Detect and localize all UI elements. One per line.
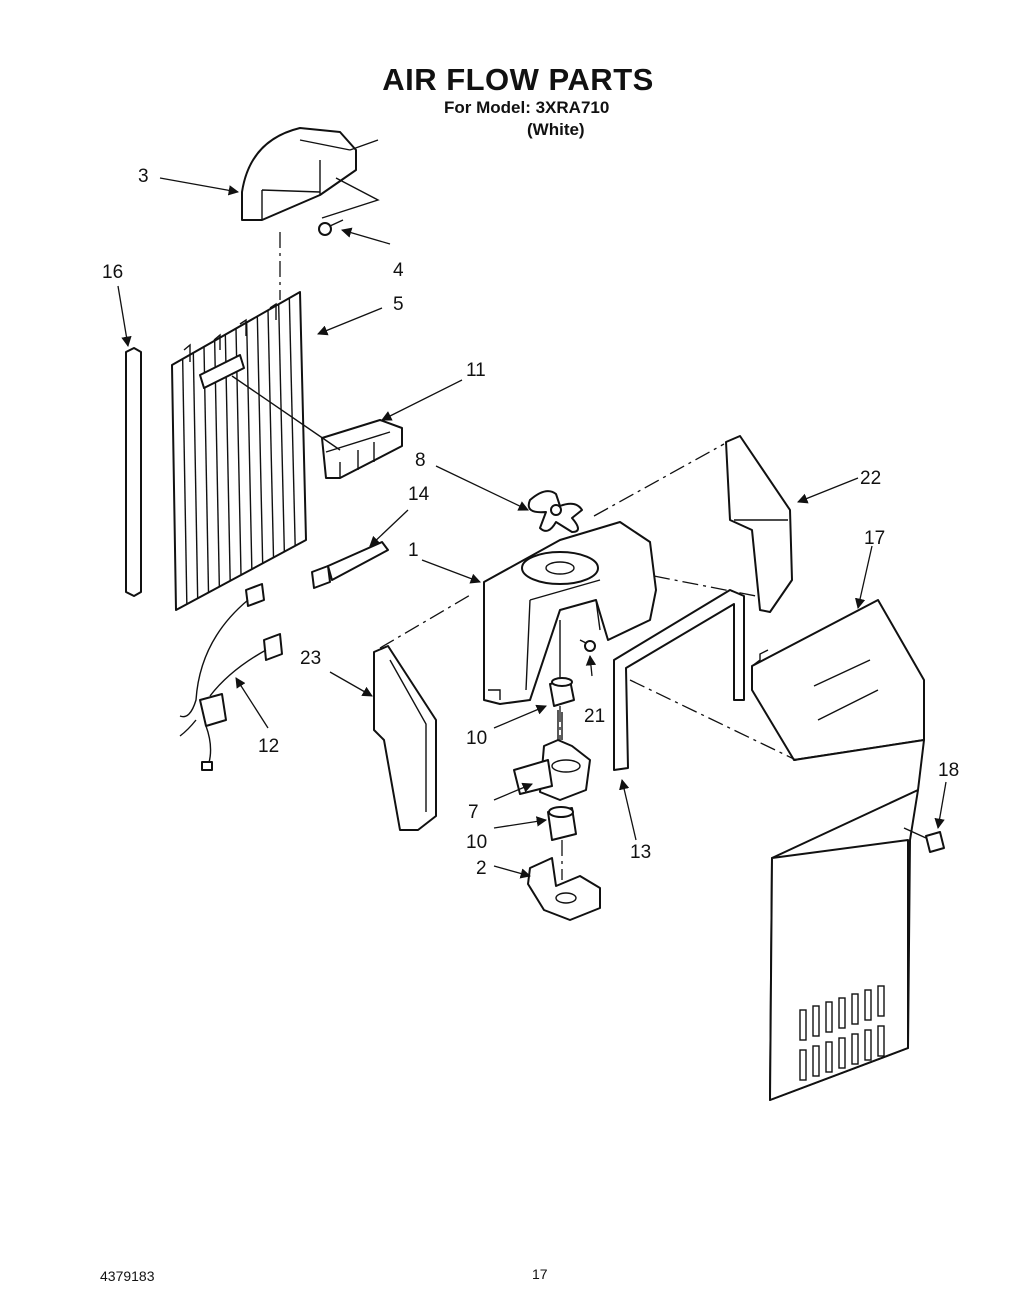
vent-slot (812, 1045, 820, 1077)
grille-slat (267, 310, 275, 558)
part-4-screw (318, 219, 344, 236)
vent-slot (799, 1049, 807, 1081)
vent-slot (877, 985, 885, 1017)
part-23-left-baffle (373, 645, 437, 831)
callout-7: 7 (468, 802, 479, 823)
vent-slot (851, 993, 859, 1025)
part-10-upper-grommet (549, 677, 575, 707)
vent-slot (877, 1025, 885, 1057)
part-22-right-baffle (725, 435, 793, 613)
callout-16: 16 (102, 262, 123, 283)
part-12-wiring-harness (179, 583, 283, 771)
vent-slot (838, 997, 846, 1029)
part-21-screw (579, 639, 596, 652)
callout-4: 4 (393, 260, 404, 281)
callout-1: 1 (408, 540, 419, 561)
part-13-u-gasket (613, 589, 745, 771)
callout-23: 23 (300, 648, 321, 669)
part-17-air-duct-cover (751, 599, 925, 1101)
callout-10-upper: 10 (466, 728, 487, 749)
callout-21: 21 (584, 706, 605, 727)
vent-slot (864, 1029, 872, 1061)
vent-slot (838, 1037, 846, 1069)
part-3-duct-cap (241, 127, 380, 221)
document-number: 4379183 (100, 1268, 155, 1284)
grille-slat (192, 352, 199, 599)
callout-17: 17 (864, 528, 885, 549)
grille-slat (277, 304, 286, 552)
part-16-side-strip (125, 347, 142, 597)
vent-slot (825, 1001, 833, 1033)
part-18-screw (903, 827, 945, 853)
vent-slot (812, 1005, 820, 1037)
part-11-bracket (231, 375, 403, 479)
part-14-thermistor (311, 541, 389, 589)
grille-slat (245, 322, 253, 570)
part-8-fan-blade (527, 490, 583, 533)
model-line: For Model: 3XRA710 (444, 98, 610, 117)
vent-slot (851, 1033, 859, 1065)
diagram-title: AIR FLOW PARTS (382, 62, 654, 97)
callout-22: 22 (860, 468, 881, 489)
grille-slat (181, 358, 188, 605)
callout-14: 14 (408, 484, 430, 505)
part-10-lower-grommet (547, 806, 577, 841)
callout-5: 5 (393, 294, 404, 315)
callout-18: 18 (938, 760, 959, 781)
vent-slot (825, 1041, 833, 1073)
grille-slat (256, 316, 264, 564)
part-1-fan-shroud (483, 521, 657, 705)
callout-8: 8 (415, 450, 426, 471)
color-line: (White) (527, 120, 585, 139)
callout-10-lower: 10 (466, 832, 487, 853)
callout-11: 11 (466, 360, 486, 381)
vent-slot (799, 1009, 807, 1041)
vent-slot (864, 989, 872, 1021)
callout-3: 3 (138, 166, 149, 187)
callout-2: 2 (476, 858, 487, 879)
page-number: 17 (532, 1266, 548, 1282)
part-5-grille-panel (171, 291, 307, 611)
part-2-motor-bracket (527, 857, 601, 921)
callout-13: 13 (630, 842, 651, 863)
callout-12: 12 (258, 736, 279, 757)
grille-slat (288, 298, 296, 546)
